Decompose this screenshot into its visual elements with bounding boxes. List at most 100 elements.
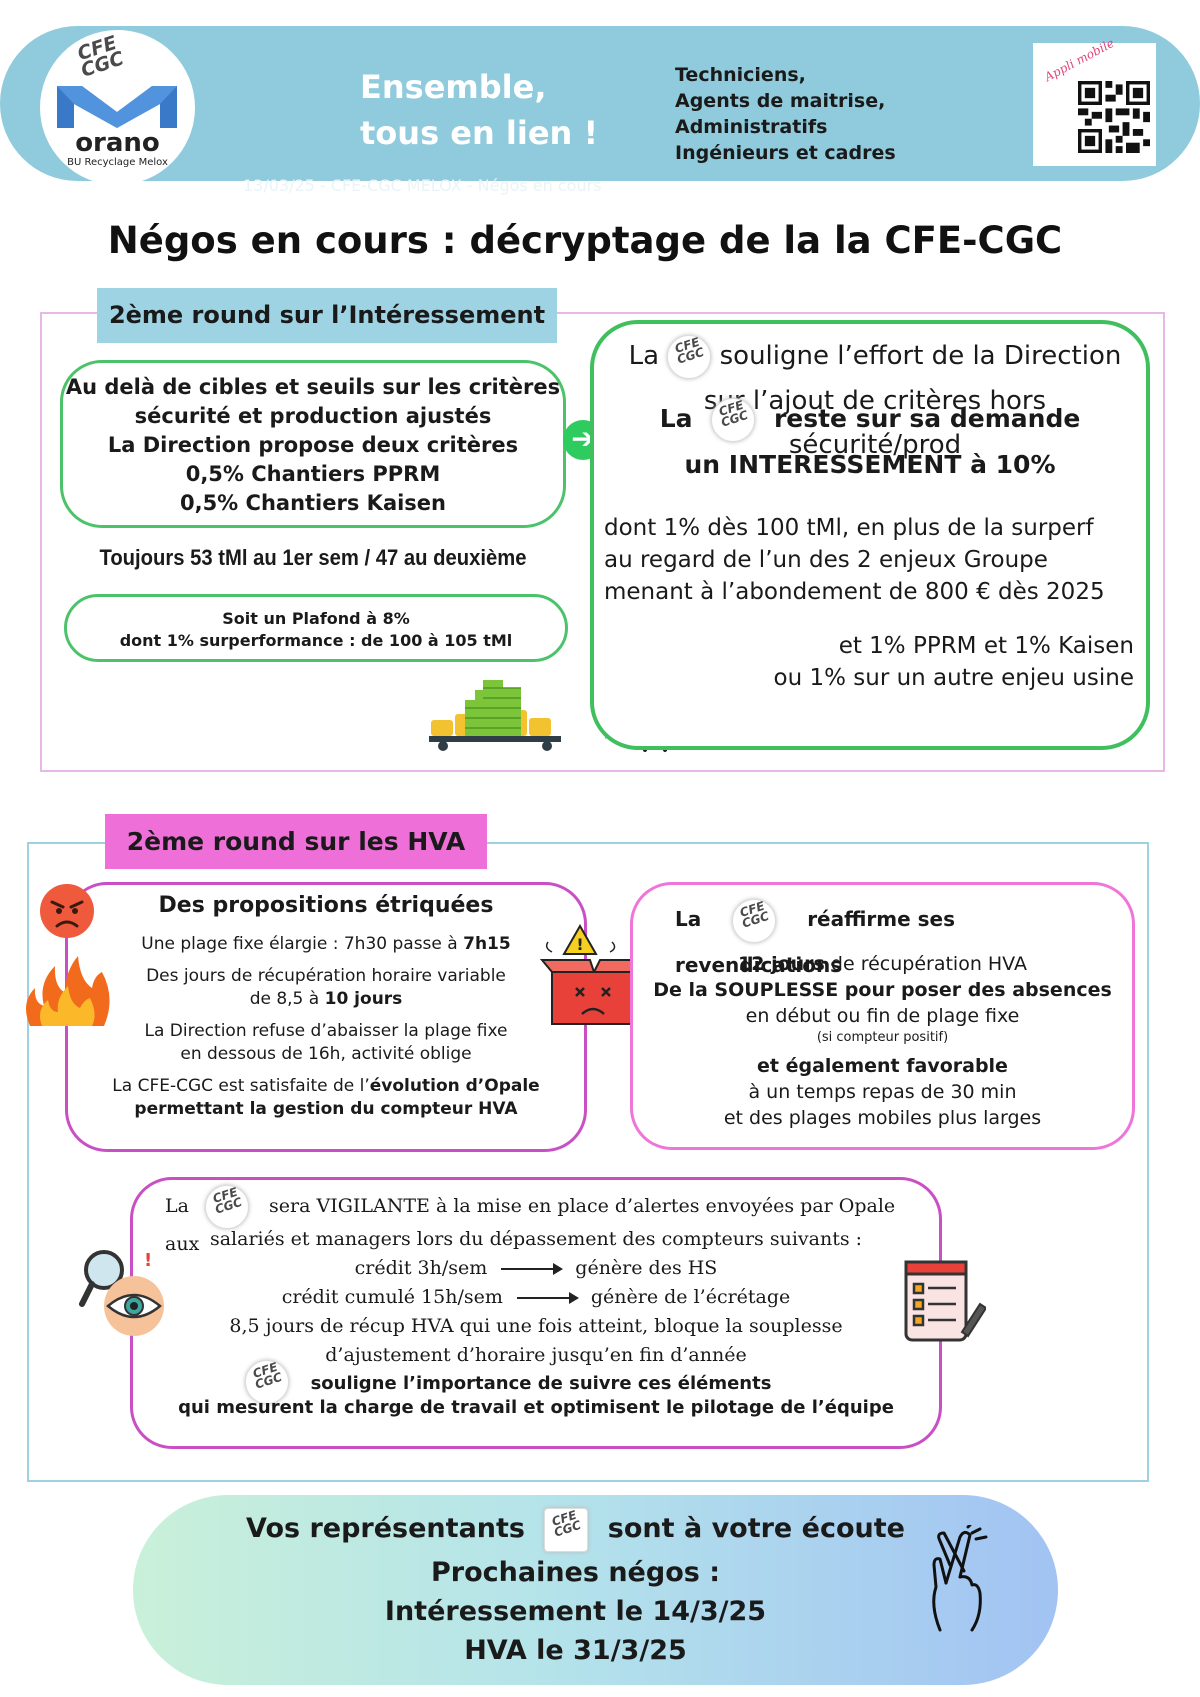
header-banner: Ensemble, tous en lien ! 13/03/25 - CFE-… bbox=[0, 26, 1200, 195]
hva-proposals-title: Des propositions étriquées bbox=[158, 893, 494, 918]
direction-proposal-box: Au delà de cibles et seuils sur les crit… bbox=[60, 360, 566, 528]
vig-foot-line: qui mesurent la charge de travail et opt… bbox=[178, 1397, 894, 1418]
section-interessement-frame bbox=[40, 312, 1165, 772]
page-title: Négos en cours : décryptage de la la CFE… bbox=[107, 219, 1063, 262]
cfe-revendications-box: La CFE CGC réaffirme ses revendications … bbox=[630, 882, 1135, 1150]
magnifier-eye-icon: ! bbox=[79, 1250, 164, 1336]
app-qr-card[interactable]: Appli mobile bbox=[1033, 36, 1156, 166]
revendications-body: 12 jours de récupération HVA De la SOUPL… bbox=[633, 951, 1132, 1131]
text-la: La bbox=[675, 907, 702, 931]
vig-row-right: génère des HS bbox=[575, 1257, 718, 1279]
proposal-plage: Une plage fixe élargie : 7h30 passe à 7h… bbox=[88, 933, 564, 956]
cfe-cgc-mark: CFE CGC bbox=[550, 1507, 584, 1539]
plafond-line: Soit un Plafond à 8% bbox=[222, 609, 410, 628]
rev-bold: 12 jours bbox=[738, 953, 825, 975]
plafond-box: Soit un Plafond à 8% dont 1% surperforma… bbox=[64, 594, 568, 662]
slogan-line: tous en lien ! bbox=[360, 114, 599, 152]
vig-line: 8,5 jours de récup HVA qui une fois atte… bbox=[229, 1315, 843, 1337]
text-effort: souligne l’effort de la Direction sur l’… bbox=[703, 341, 1122, 460]
cfe-cgc-mark: CFE CGC bbox=[211, 1184, 244, 1217]
cfe-cgc-mark: CFE CGC bbox=[673, 334, 707, 366]
arrow-right-icon bbox=[516, 1292, 579, 1304]
proposal-line: sécurité et production ajustés bbox=[134, 404, 492, 428]
hva-proposals-body: Une plage fixe élargie : 7h30 passe à 7h… bbox=[88, 933, 564, 1130]
plage-text: Une plage fixe élargie : 7h30 passe à bbox=[141, 934, 464, 954]
slogan: Ensemble, tous en lien ! bbox=[360, 64, 620, 156]
interessement-details: dont 1% dès 100 tMl, en plus de la surpe… bbox=[604, 512, 1144, 608]
thresholds-note: Toujours 53 tMl au 1er sem / 47 au deuxi… bbox=[99, 545, 527, 570]
rev-text: de récupération HVA bbox=[824, 953, 1027, 975]
header-date-line: 13/03/25 - CFE-CGC MELOX - Négos en cour… bbox=[243, 176, 602, 195]
proposal-line: Au delà de cibles et seuils sur les crit… bbox=[65, 375, 561, 399]
plage-bold: 7h15 bbox=[463, 934, 511, 954]
cfe-cgc-logo: CFE CGC bbox=[205, 1185, 249, 1229]
footer-next-negos: Prochaines négos : Intéressement le 14/3… bbox=[133, 1553, 1058, 1670]
cfe-effort-text: La CFE CGC souligne l’effort de la Direc… bbox=[620, 334, 1130, 467]
revendications-head: La CFE CGC réaffirme ses revendications bbox=[675, 897, 1115, 987]
footer-representants: Vos représentants CFE CGC sont à votre é… bbox=[133, 1507, 1058, 1552]
rev-note: (si compteur positif) bbox=[816, 1030, 949, 1045]
vig-line: d’ajustement d’horaire jusqu’en fin d’an… bbox=[325, 1344, 747, 1366]
proposal-line: La Direction propose deux critères bbox=[107, 433, 519, 457]
qr-tag: Appli mobile bbox=[1042, 35, 1117, 85]
audience-item: Techniciens, bbox=[675, 64, 806, 86]
cfe-cgc-demand-box: La CFE CGC souligne l’effort de la Direc… bbox=[590, 320, 1150, 750]
audience-item: Agents de maitrise, bbox=[675, 90, 886, 112]
text-demand: reste sur sa demande bbox=[773, 404, 1081, 433]
audience-list: Techniciens, Agents de maitrise, Adminis… bbox=[675, 62, 896, 166]
text-la: La bbox=[628, 341, 660, 371]
cfe-cgc-logo-wrap: CFE CGC bbox=[245, 1360, 289, 1404]
vigilance-box: La CFE CGC sera VIGILANTE à la mise en p… bbox=[130, 1177, 942, 1449]
footer-text: Vos représentants bbox=[246, 1513, 525, 1544]
slogan-line: Ensemble, bbox=[360, 68, 547, 106]
vigilance-head: La CFE CGC sera VIGILANTE à la mise en p… bbox=[165, 1185, 935, 1259]
detail-line: menant à l’abondement de 800 € dès 2025 bbox=[604, 579, 1105, 605]
svg-text:!: ! bbox=[576, 935, 583, 954]
text-la: La bbox=[659, 404, 693, 433]
vig-row-left: crédit 3h/sem bbox=[354, 1257, 488, 1279]
refus-line: en dessous de 16h, activité oblige bbox=[180, 1044, 472, 1064]
rev-line: et des plages mobiles plus larges bbox=[723, 1107, 1042, 1129]
detail-line: au regard de l’un des 2 enjeux Groupe bbox=[604, 547, 1048, 573]
refus-line: La Direction refuse d’abaisser la plage … bbox=[144, 1021, 508, 1041]
proposal-jours: Des jours de récupération horaire variab… bbox=[88, 965, 564, 1011]
footer-line: HVA le 31/3/25 bbox=[464, 1635, 687, 1666]
proposal-line: 0,5% Chantiers Kaisen bbox=[179, 491, 447, 515]
rev-line: à un temps repas de 30 min bbox=[748, 1081, 1017, 1103]
qr-code-icon bbox=[1078, 81, 1150, 153]
jours-bold: 10 jours bbox=[324, 989, 403, 1009]
crossed-fingers-icon bbox=[932, 1525, 988, 1632]
cfe-cgc-logo: CFE CGC bbox=[732, 898, 777, 943]
cfe-cgc-mark: CFE CGC bbox=[717, 397, 750, 430]
opale-bold: évolution d’Opale bbox=[369, 1076, 540, 1096]
plafond-text: Soit un Plafond à 8% dont 1% surperforma… bbox=[67, 608, 565, 652]
angry-face-icon bbox=[40, 884, 94, 938]
company-name: orano bbox=[75, 128, 160, 158]
audience-item: Ingénieurs et cadres bbox=[675, 142, 896, 164]
extra-line: et 1% PPRM et 1% Kaisen bbox=[838, 633, 1134, 659]
cfe-cgc-logo: CFE CGC bbox=[667, 334, 712, 379]
interessement-extra: et 1% PPRM et 1% Kaisen ou 1% sur un aut… bbox=[594, 630, 1135, 694]
extra-line: ou 1% sur un autre enjeu usine bbox=[773, 665, 1135, 691]
footer-text: sont à votre écoute bbox=[607, 1513, 905, 1544]
text-vigilante: sera VIGILANTE à la mise en place d’aler… bbox=[165, 1195, 896, 1255]
footer-line: Intéressement le 14/3/25 bbox=[384, 1596, 767, 1627]
footer-line: Prochaines négos : bbox=[430, 1557, 721, 1588]
opale-text: La CFE-CGC est satisfaite de l’ bbox=[112, 1076, 370, 1096]
interessement-target: un INTERESSEMENT à 10% bbox=[684, 450, 1056, 479]
jours-text: Des jours de récupération horaire variab… bbox=[146, 966, 506, 986]
fire-icon bbox=[26, 956, 110, 1026]
hva-proposals-box: Des propositions étriquées Une plage fix… bbox=[65, 882, 587, 1152]
vigilance-body: salariés et managers lors du dépassement… bbox=[133, 1225, 939, 1370]
svg-text:!: ! bbox=[144, 1250, 152, 1271]
orano-cfe-cgc-logo: CFE CGC orano BU Recyclage Melox bbox=[40, 30, 195, 185]
vig-foot-line: souligne l’importance de suivre ces élém… bbox=[310, 1373, 772, 1394]
proposal-line: 0,5% Chantiers PPRM bbox=[185, 462, 441, 486]
detail-line: dont 1% dès 100 tMl, en plus de la surpe… bbox=[604, 515, 1094, 541]
rev-line: 12 jours de récupération HVA bbox=[633, 951, 1132, 977]
rev-line: De la SOUPLESSE pour poser des absences bbox=[653, 979, 1112, 1001]
vig-row: crédit 3h/sem génère des HS bbox=[133, 1254, 939, 1283]
plafond-line: dont 1% surperformance : de 100 à 105 tM… bbox=[119, 631, 513, 650]
vig-row-right: génère de l’écrétage bbox=[590, 1286, 791, 1308]
rev-line: et également favorable bbox=[757, 1055, 1008, 1077]
